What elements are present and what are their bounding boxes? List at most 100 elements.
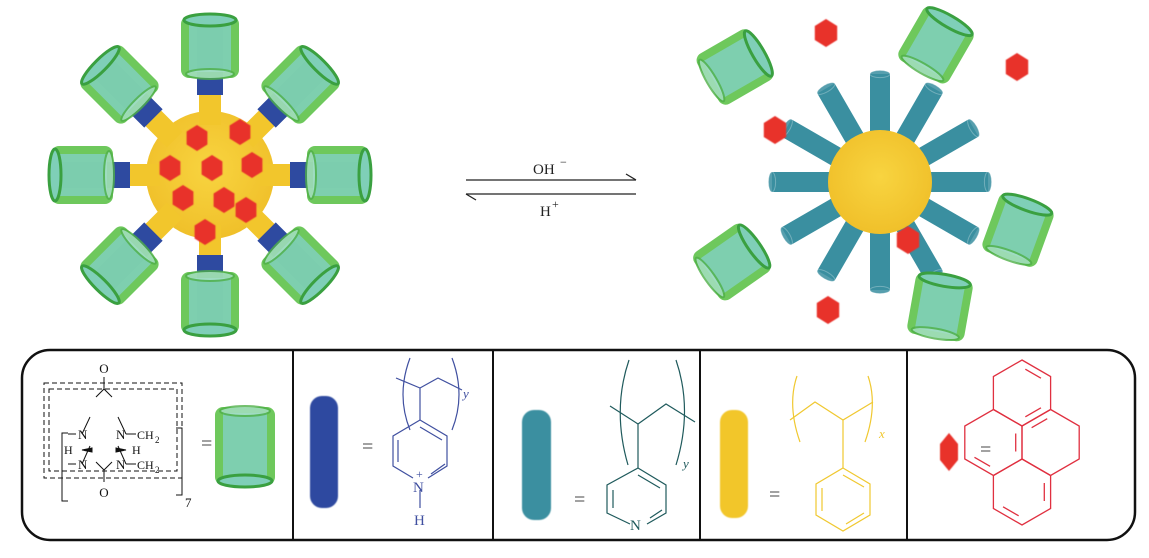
polystyrene-core: [828, 130, 932, 234]
p4vp-arm: [920, 171, 993, 193]
cb7-host: [80, 45, 159, 124]
cb7-host: [261, 45, 340, 124]
pyridine-nitrogen: N: [630, 518, 641, 534]
encapsulated-drug: [186, 125, 208, 151]
neutral-arm: [891, 82, 944, 153]
cb7-host: [907, 271, 973, 342]
p4vp-arm-body: [817, 83, 869, 153]
host-rim: [120, 85, 157, 122]
p4vp-arm-body: [870, 222, 890, 290]
p4vp-arm-body: [870, 74, 890, 142]
cb7-host: [215, 405, 275, 489]
cb7-host: [696, 29, 774, 105]
host-rim: [910, 326, 960, 342]
host-rim: [694, 256, 726, 299]
legend-cucurbituril: O O N N N N CH 2 CH 2 H H 7 =: [43, 361, 212, 510]
host-cavity: [914, 278, 966, 336]
host-rim: [219, 405, 271, 417]
host-cavity: [189, 278, 231, 328]
p4vp-arm: [780, 193, 851, 246]
carbonyl-o-top: O: [99, 361, 108, 376]
host-rim: [900, 54, 945, 83]
double-bond: [1025, 407, 1042, 418]
protonated-arm-with-host: [80, 202, 183, 305]
legend-p4vp: = y N: [522, 359, 696, 534]
protonated-arm-with-host: [237, 45, 340, 148]
legend-polystyrene: = x: [720, 375, 885, 532]
subscript: 2: [155, 465, 160, 475]
neutral-arm: [767, 171, 840, 193]
released-drug: [816, 296, 840, 324]
pyrene-structure: [964, 359, 1080, 526]
protonated-arm-with-host: [260, 146, 373, 204]
p4vp-arm: [869, 222, 891, 295]
repeat-count: 7: [185, 495, 192, 510]
host-rim: [185, 68, 235, 80]
neutral-arm: [920, 171, 993, 193]
cb7-host: [898, 6, 974, 84]
released-drug: [814, 19, 838, 47]
host-rim: [742, 29, 774, 78]
subscript: 2: [155, 435, 160, 445]
neutral-arm: [780, 193, 851, 246]
hydroxide-charge: −: [560, 155, 567, 169]
neutral-arm: [909, 193, 980, 246]
repeat-y: y: [461, 386, 469, 401]
p4vp-arm-body: [909, 119, 979, 171]
equals-sign: =: [769, 484, 780, 506]
protonated-arm-with-host: [181, 12, 239, 125]
proton-label: H: [540, 204, 551, 220]
host-rim: [736, 223, 772, 270]
host-rim: [47, 147, 63, 203]
p4vp-arm-end: [816, 82, 836, 95]
host-cavity: [989, 199, 1047, 261]
host-rim: [697, 58, 726, 103]
loaded-micelle: [47, 12, 373, 338]
equilibrium-arrows: OH − H +: [465, 155, 637, 220]
nitrogen: N: [116, 457, 126, 472]
released-drug: [763, 116, 787, 144]
host-rim: [263, 228, 300, 265]
hydroxide-label: OH: [533, 162, 555, 178]
p4vp-arm: [909, 193, 980, 246]
neutral-arm: [909, 118, 980, 171]
teal-rod-icon: [522, 410, 551, 520]
p4vp-arm-end: [967, 226, 980, 246]
cb7-host: [982, 192, 1054, 267]
methylene-bottom: CH: [137, 458, 154, 472]
p4vp-arm: [816, 82, 869, 153]
blue-rod-icon: [310, 396, 338, 508]
repeat-y: y: [681, 456, 689, 471]
p4vp-arm-body: [781, 119, 851, 171]
p4vp-arm-body: [817, 211, 869, 281]
host-rim: [120, 228, 157, 265]
host-cavity: [189, 22, 231, 72]
p4vp-arm: [891, 82, 944, 153]
p4vp-arm: [816, 211, 869, 282]
p4vp-arm-end: [869, 285, 891, 295]
hydrogen-left: H: [64, 443, 73, 457]
equals-sign: =: [574, 489, 585, 511]
p4vp-arm-end: [869, 69, 891, 79]
free-cb7-host: [898, 6, 974, 84]
encapsulated-drug: [194, 219, 216, 245]
proton-charge: +: [552, 197, 559, 211]
free-cb7-host: [693, 223, 772, 301]
methylene-top: CH: [137, 428, 154, 442]
encapsulated-drug: [229, 119, 251, 145]
legend-pyrene: =: [940, 359, 1080, 526]
neutral-arm: [869, 69, 891, 142]
host-rim: [917, 271, 972, 290]
encapsulated-drug: [235, 197, 257, 223]
double-bond: [974, 456, 991, 467]
cb7-host: [181, 12, 239, 80]
host-rim: [299, 264, 340, 305]
p4vp-arm-body: [920, 172, 988, 192]
equals-sign: =: [362, 436, 373, 458]
equals-sign: =: [201, 433, 212, 455]
encapsulated-drug: [201, 155, 223, 181]
drug-diamond-icon: [940, 433, 958, 471]
host-cylinder-icon: [215, 405, 275, 489]
pyrene-ring: [992, 458, 1052, 526]
p4vp-arm: [869, 69, 891, 142]
